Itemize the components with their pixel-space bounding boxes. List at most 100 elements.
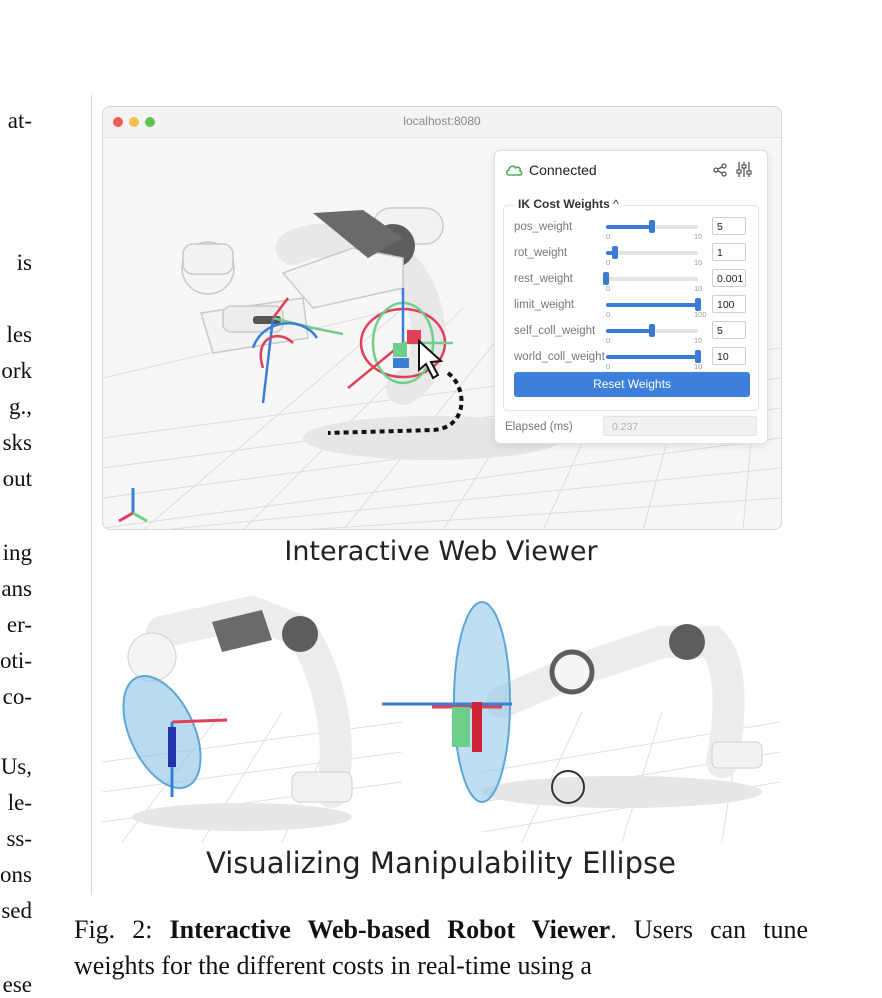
caption-rest: . Users can tune weights for the differe…	[74, 915, 808, 980]
address-bar-url[interactable]: localhost:8080	[403, 114, 481, 128]
slider-min-label: 0	[606, 284, 611, 293]
chevron-up-icon[interactable]: ^	[613, 197, 619, 211]
weight-row-pos-weight: pos_weight 0 10 5	[514, 216, 754, 241]
slider-min-label: 0	[606, 362, 611, 371]
weight-label: self_coll_weight	[514, 325, 596, 337]
left-column-line: sed	[1, 898, 32, 923]
robot-3d-viewport[interactable]	[103, 138, 781, 530]
weight-slider[interactable]	[603, 272, 698, 285]
left-column-line: ons	[0, 862, 32, 887]
transform-gizmo-target[interactable]	[347, 288, 453, 389]
sliders-settings-icon[interactable]	[736, 161, 752, 178]
slider-fill	[606, 355, 698, 359]
slider-min-label: 0	[606, 336, 611, 345]
control-panel: Connected IK Cost Weights ^ pos_weight 0 1…	[494, 150, 768, 444]
slider-fill	[606, 303, 698, 307]
weight-slider[interactable]	[606, 246, 698, 259]
slider-max-label: 10	[694, 258, 703, 267]
slider-handle[interactable]	[695, 298, 701, 311]
slider-handle[interactable]	[603, 272, 609, 285]
weight-value-input[interactable]: 5	[712, 321, 746, 339]
weight-slider[interactable]	[606, 350, 701, 363]
weight-row-rot-weight: rot_weight 0 10 1	[514, 242, 754, 267]
slider-max-label: 10	[694, 284, 703, 293]
click-cursor-icon	[551, 770, 585, 804]
caption-bold: Interactive Web-based Robot Viewer	[169, 915, 611, 944]
left-column-line: is	[16, 250, 32, 275]
left-column-line: ork	[1, 358, 32, 383]
minimize-dot-icon[interactable]	[129, 117, 139, 127]
weight-label: rot_weight	[514, 247, 568, 259]
weight-slider[interactable]	[606, 324, 698, 337]
left-column-line: er-	[6, 612, 32, 637]
share-icon[interactable]	[713, 163, 727, 177]
slider-handle[interactable]	[695, 350, 701, 363]
left-column-line: out	[2, 466, 32, 491]
figure-divider	[91, 95, 92, 895]
left-column-line: ese	[2, 972, 32, 997]
weight-value-input[interactable]: 5	[712, 217, 746, 235]
robot-arm-right	[382, 601, 763, 804]
slider-max-label: 10	[694, 362, 703, 371]
weight-value-input[interactable]: 10	[712, 347, 746, 365]
weight-value-input[interactable]: 0.001	[712, 269, 746, 287]
group-title[interactable]: IK Cost Weights ^	[514, 197, 623, 211]
figure-caption: Fig. 2: Interactive Web-based Robot View…	[74, 912, 808, 984]
weight-row-self-coll-weight: self_coll_weight 0 10 5	[514, 320, 754, 345]
weight-row-rest-weight: rest_weight 0 10 0.001	[514, 268, 754, 293]
weight-label: limit_weight	[514, 299, 575, 311]
cloud-icon	[505, 165, 523, 176]
slider-handle[interactable]	[649, 220, 655, 233]
left-column-line: ans	[1, 576, 32, 601]
weight-value-input[interactable]: 100	[712, 295, 746, 313]
left-column-line: oti-	[0, 648, 32, 673]
browser-titlebar: localhost:8080	[103, 107, 781, 138]
left-column-line: le-	[7, 790, 32, 815]
elapsed-label: Elapsed (ms)	[505, 421, 573, 433]
elapsed-readout: 0.237	[603, 416, 757, 436]
close-dot-icon[interactable]	[113, 117, 123, 127]
slider-min-label: 0	[606, 258, 611, 267]
headline-manipulability-ellipse: Visualizing Manipulability Ellipse	[206, 846, 676, 880]
left-column-line: sks	[2, 430, 32, 455]
manipulability-ellipse-illustration	[102, 595, 780, 842]
connection-status: Connected	[529, 162, 597, 178]
slider-handle[interactable]	[649, 324, 655, 337]
left-column-line: ss-	[6, 826, 32, 851]
caption-prefix: Fig. 2:	[74, 915, 170, 944]
robot-shadow-left	[132, 803, 352, 831]
weight-value-input[interactable]: 1	[712, 243, 746, 261]
transform-gizmo-gripper[interactable]	[251, 297, 344, 404]
left-column-line: ing	[2, 540, 32, 565]
drag-path	[327, 371, 464, 435]
weight-label: pos_weight	[514, 221, 573, 233]
left-column-line: g.,	[9, 394, 32, 419]
weight-label: rest_weight	[514, 273, 573, 285]
slider-fill	[606, 329, 652, 333]
weight-slider[interactable]	[606, 298, 701, 311]
slider-min-label: 0	[606, 310, 611, 319]
headline-interactive-web-viewer: Interactive Web Viewer	[284, 536, 598, 567]
slider-max-label: 10	[694, 232, 703, 241]
weight-label: world_coll_weight	[514, 351, 605, 363]
left-column-line: co-	[2, 684, 32, 709]
slider-handle[interactable]	[612, 246, 619, 259]
left-column-line: at-	[7, 108, 32, 133]
robot-shadow-right	[482, 776, 762, 808]
reset-weights-button[interactable]: Reset Weights	[514, 372, 750, 397]
maximize-dot-icon[interactable]	[145, 117, 155, 127]
slider-min-label: 0	[606, 232, 611, 241]
slider-fill	[606, 225, 652, 229]
weight-slider[interactable]	[606, 220, 698, 233]
mouse-cursor-icon	[418, 338, 444, 380]
slider-max-label: 10	[694, 336, 703, 345]
weight-row-limit-weight: limit_weight 0 100 100	[514, 294, 754, 319]
slider-max-label: 100	[694, 310, 707, 319]
robot-arm-left	[122, 595, 353, 808]
slider-fill	[606, 251, 616, 255]
axes-indicator-icon	[118, 488, 148, 523]
left-column-line: Us,	[0, 754, 32, 779]
left-column-line: les	[6, 322, 32, 347]
